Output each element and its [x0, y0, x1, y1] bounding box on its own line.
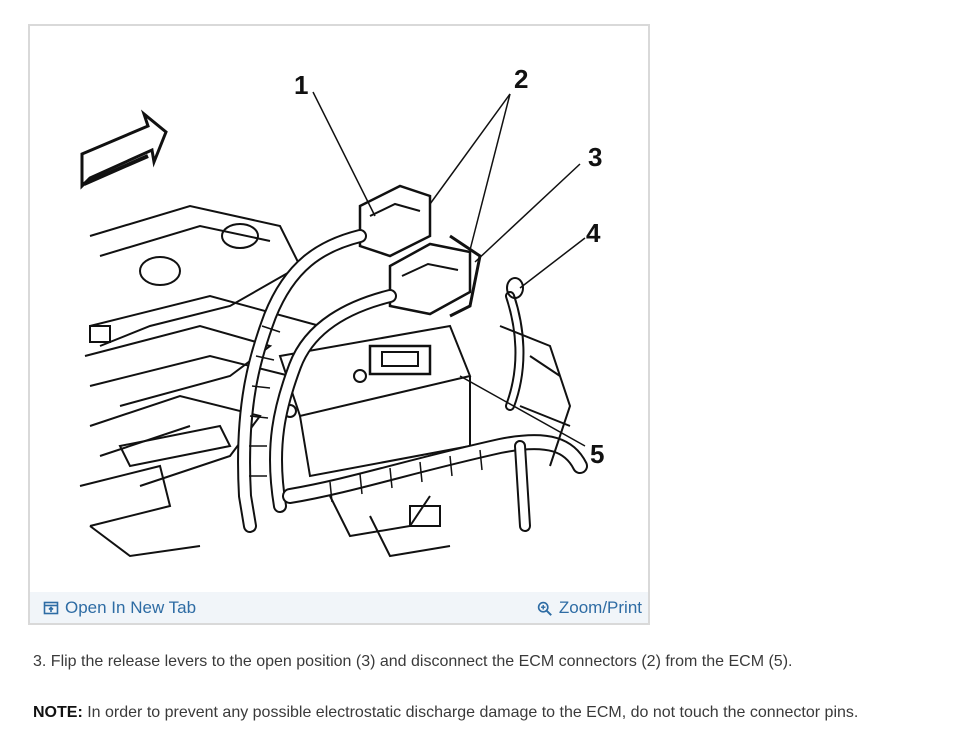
- engine-diagram: 1 2 3 4 5: [79, 64, 604, 558]
- open-in-new-tab-label: Open In New Tab: [65, 598, 197, 617]
- note-label: NOTE:: [33, 704, 83, 721]
- zoom-print-link[interactable]: Zoom/Print: [537, 598, 642, 618]
- note-body: In order to prevent any possible electro…: [82, 704, 859, 721]
- callout-2: 2: [514, 64, 528, 94]
- callout-5: 5: [590, 439, 604, 469]
- open-in-new-tab-link[interactable]: Open In New Tab: [43, 598, 196, 618]
- figure-frame: 1 2 3 4 5 Open In New Tab: [28, 24, 650, 625]
- callout-3: 3: [588, 142, 602, 172]
- note-paragraph: NOTE: In order to prevent any possible e…: [33, 704, 858, 722]
- open-new-tab-icon: [43, 600, 59, 616]
- step-instruction: 3. Flip the release levers to the open p…: [33, 653, 793, 670]
- callout-1: 1: [294, 70, 308, 100]
- zoom-print-label: Zoom/Print: [558, 598, 642, 617]
- figure-toolbar: Open In New Tab Zoom/Print: [30, 592, 648, 623]
- magnifier-plus-icon: [537, 600, 553, 616]
- callout-4: 4: [586, 218, 601, 248]
